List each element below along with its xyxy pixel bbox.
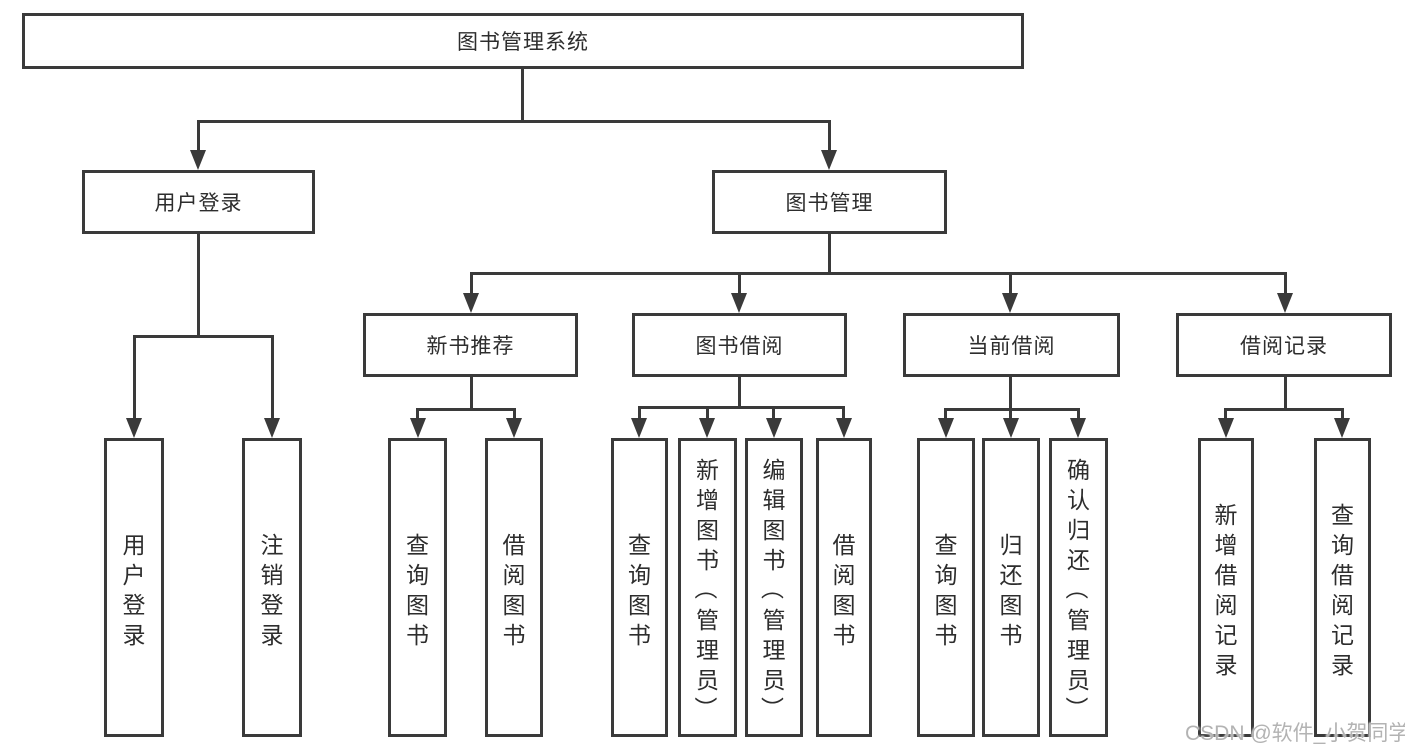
connector-line bbox=[197, 120, 200, 152]
connector-line bbox=[1009, 272, 1012, 295]
node-new-book-recommendation: 新书推荐 bbox=[363, 313, 578, 377]
connector-line bbox=[470, 377, 473, 410]
leaf-edit-books-admin: 编辑图书（管理员） bbox=[745, 438, 803, 737]
arrow-down-icon bbox=[126, 418, 142, 438]
connector-line bbox=[521, 67, 524, 121]
connector-line bbox=[706, 406, 709, 422]
leaf-logout: 注销登录 bbox=[242, 438, 302, 737]
connector-line bbox=[638, 406, 641, 422]
connector-line bbox=[416, 408, 419, 422]
arrow-down-icon bbox=[1277, 293, 1293, 313]
arrow-down-icon bbox=[1003, 418, 1019, 438]
arrow-down-icon bbox=[766, 418, 782, 438]
connector-line bbox=[944, 408, 947, 422]
leaf-add-books-admin: 新增图书（管理员） bbox=[678, 438, 737, 737]
connector-line bbox=[198, 120, 831, 123]
leaf-return-books: 归还图书 bbox=[982, 438, 1040, 737]
connector-line bbox=[1077, 408, 1080, 422]
connector-line bbox=[738, 377, 741, 408]
connector-line bbox=[417, 408, 516, 411]
arrow-down-icon bbox=[699, 418, 715, 438]
node-borrowing-records: 借阅记录 bbox=[1176, 313, 1392, 377]
leaf-borrow-books-recommend: 借阅图书 bbox=[485, 438, 543, 737]
connector-line bbox=[197, 234, 200, 337]
node-library-management-system: 图书管理系统 bbox=[22, 13, 1024, 69]
arrow-down-icon bbox=[1070, 418, 1086, 438]
connector-line bbox=[772, 406, 775, 422]
node-user-login: 用户登录 bbox=[82, 170, 315, 234]
connector-line bbox=[133, 335, 274, 338]
arrow-down-icon bbox=[1218, 418, 1234, 438]
leaf-confirm-return-admin: 确认归还（管理员） bbox=[1049, 438, 1108, 737]
connector-line bbox=[271, 335, 274, 420]
connector-line bbox=[1225, 408, 1344, 411]
connector-line bbox=[738, 272, 741, 295]
connector-line bbox=[945, 408, 1080, 411]
connector-line bbox=[1224, 408, 1227, 422]
connector-line bbox=[1341, 408, 1344, 422]
connector-line bbox=[828, 120, 831, 152]
connector-line bbox=[1009, 377, 1012, 410]
leaf-query-borrow-record: 查询借阅记录 bbox=[1314, 438, 1371, 737]
node-book-borrowing: 图书借阅 bbox=[632, 313, 847, 377]
connector-line bbox=[1284, 272, 1287, 295]
arrow-down-icon bbox=[463, 293, 479, 313]
arrow-down-icon bbox=[190, 150, 206, 170]
leaf-query-books-current: 查询图书 bbox=[917, 438, 975, 737]
connector-line bbox=[842, 406, 845, 422]
csdn-watermark: CSDN @软件_小贺同学 bbox=[1185, 722, 1405, 745]
arrow-down-icon bbox=[821, 150, 837, 170]
connector-line bbox=[133, 335, 136, 420]
leaf-borrow-books: 借阅图书 bbox=[816, 438, 872, 737]
node-book-management: 图书管理 bbox=[712, 170, 947, 234]
arrow-down-icon bbox=[410, 418, 426, 438]
leaf-query-books-recommend: 查询图书 bbox=[388, 438, 447, 737]
leaf-user-login: 用户登录 bbox=[104, 438, 164, 737]
arrow-down-icon bbox=[631, 418, 647, 438]
connector-line bbox=[638, 406, 845, 409]
connector-line bbox=[513, 408, 516, 422]
arrow-down-icon bbox=[938, 418, 954, 438]
leaf-query-books-borrowing: 查询图书 bbox=[611, 438, 668, 737]
arrow-down-icon bbox=[506, 418, 522, 438]
connector-line bbox=[1009, 408, 1012, 422]
node-current-borrowing: 当前借阅 bbox=[903, 313, 1120, 377]
arrow-down-icon bbox=[1002, 293, 1018, 313]
leaf-add-borrow-record: 新增借阅记录 bbox=[1198, 438, 1254, 737]
connector-line bbox=[1284, 377, 1287, 410]
connector-line bbox=[470, 272, 1286, 275]
arrow-down-icon bbox=[731, 293, 747, 313]
arrow-down-icon bbox=[264, 418, 280, 438]
connector-line bbox=[828, 234, 831, 274]
connector-line bbox=[470, 272, 473, 295]
arrow-down-icon bbox=[1334, 418, 1350, 438]
arrow-down-icon bbox=[836, 418, 852, 438]
